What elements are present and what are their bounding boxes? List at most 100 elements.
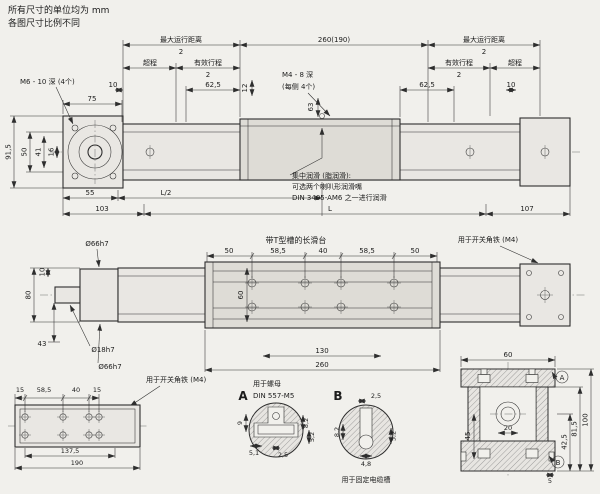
plan-view: 带T型槽的长滑台 用于开关角铁 (M4)	[25, 235, 585, 373]
end-flange-block	[62, 115, 124, 189]
dim-dia66-top: Ø66h7	[85, 240, 108, 248]
detail-a-dimensions: 9 5,1 2,5 8,2 5,2	[236, 413, 316, 459]
dim-dia66-bottom: Ø66h7	[98, 363, 121, 371]
dim-62-5-left: 62,5	[205, 81, 221, 89]
top-view: 最大运行距离 2 260(190) 最大运行距离 2 超程 有效行程 2 有效行…	[5, 35, 582, 217]
dim-100: 100	[582, 413, 590, 426]
detail-a: 用于螺母 A DIN 557-M5 9 5,1 2,5 8,2 5,2	[236, 379, 316, 459]
label-for-nut: 用于螺母	[253, 379, 281, 388]
dim-4-8: 4,8	[361, 460, 371, 468]
dim-81-5: 81,5	[571, 421, 579, 437]
detail-b-marker: B	[556, 459, 561, 467]
dim-overrun-left: 超程	[143, 58, 157, 67]
cross-section-view: 60 100 81,5 42,5 45 20 5 A B	[460, 351, 594, 485]
dim-43: 43	[38, 340, 47, 348]
dim-2-5-b: 2,5	[371, 392, 381, 400]
dim-max-travel-right: 最大运行距离	[463, 35, 505, 44]
dim-260-190: 260(190)	[318, 36, 350, 44]
dim-130: 130	[315, 347, 328, 355]
lube-note-line3: DIN 3405-AM6 之一进行润滑	[292, 193, 387, 202]
dim-50-right: 50	[411, 247, 420, 255]
detail-a-letter: A	[238, 389, 248, 403]
top-view-dimensions: 最大运行距离 2 260(190) 最大运行距离 2 超程 有效行程 2 有效行…	[5, 35, 571, 217]
dim-15-right: 15	[93, 386, 101, 394]
grease-nipple	[319, 113, 325, 119]
dim-40: 40	[319, 247, 328, 255]
t-nut	[257, 424, 295, 435]
dim-41: 41	[35, 148, 43, 157]
lube-note-line2: 可选两个喇叭形润滑嘴	[292, 182, 362, 191]
plan-view-title: 带T型槽的长滑台	[266, 235, 327, 245]
dim-60-plan: 60	[237, 291, 245, 300]
dim-5-section: 5	[548, 477, 552, 485]
dim-45: 45	[464, 432, 472, 441]
dim-50-left: 50	[225, 247, 234, 255]
base-plate	[14, 404, 141, 448]
slide-table-plan	[204, 261, 441, 329]
dim-8-2-a: 8,2	[302, 418, 310, 428]
dim-10-plan: 10	[39, 268, 47, 277]
section-dimensions: 60 100 81,5 42,5 45 20 5 A B	[460, 351, 594, 485]
dim-effective-stroke-left: 有效行程	[194, 58, 222, 67]
dim-max-travel-right-denominator: 2	[482, 48, 486, 56]
section-base	[460, 440, 556, 472]
dim-50: 50	[21, 148, 29, 157]
dim-42-5: 42,5	[561, 434, 569, 450]
dim-l-half: L/2	[161, 189, 172, 197]
dim-16: 16	[48, 147, 56, 156]
dim-9: 9	[236, 421, 244, 425]
dim-107: 107	[520, 205, 533, 213]
plate-dimensions: 15 58,5 40 15 137,5 190	[14, 386, 141, 471]
dim-63: 63	[307, 103, 315, 112]
dim-8-2-b: 8,2	[333, 427, 341, 437]
dim-75: 75	[88, 95, 97, 103]
t-slot-profile	[253, 406, 299, 438]
dim-58-5-plate: 58,5	[37, 386, 51, 394]
detail-b-letter: B	[333, 389, 342, 403]
slide-carriage	[239, 118, 401, 181]
section-wall-right	[535, 386, 549, 442]
dim-effective-stroke-right: 有效行程	[445, 58, 473, 67]
label-m4-thread-line1: M4 - 8 深	[282, 70, 313, 79]
dim-260: 260	[315, 361, 328, 369]
dim-5-1: 5,1	[249, 449, 259, 457]
dim-effective-stroke-left-denominator: 2	[206, 71, 210, 79]
dim-effective-stroke-right-denominator: 2	[457, 71, 461, 79]
flange-plan	[79, 268, 119, 322]
lube-note-line1: 集中润滑 (脂润滑):	[292, 171, 351, 180]
dim-l-total: L	[328, 205, 332, 213]
dim-40-plate: 40	[72, 386, 80, 394]
dim-58-5-right: 58,5	[359, 247, 375, 255]
label-cable-duct: 用于固定电缆槽	[342, 475, 391, 484]
detail-a-marker: A	[560, 374, 565, 382]
plan-view-geometry	[40, 261, 585, 329]
dim-2-5-a: 2,5	[278, 451, 288, 459]
section-slide-table	[460, 368, 556, 388]
dim-10-right: 10	[507, 81, 516, 89]
dim-103: 103	[95, 205, 108, 213]
dim-max-travel-left: 最大运行距离	[160, 35, 202, 44]
plate-view: 用于开关角铁 (M4) 15 58,5 40 15 137,5	[8, 375, 206, 471]
note-units: 所有尺寸的单位均为 mm	[8, 4, 109, 16]
dim-80: 80	[25, 291, 33, 300]
label-m6-thread: M6 - 10 深 (4个)	[20, 77, 75, 86]
dim-20: 20	[504, 424, 512, 432]
dim-max-travel-left-denominator: 2	[179, 48, 183, 56]
detail-b: B 2,5 8,2 5,2 4,8 用于固定电缆槽	[333, 389, 398, 484]
plate-holes	[19, 411, 105, 441]
notes: 所有尺寸的单位均为 mm 各图尺寸比例不同	[8, 4, 109, 29]
label-switch-bracket-plate: 用于开关角铁 (M4)	[146, 375, 206, 384]
dim-137-5: 137,5	[61, 447, 80, 455]
dim-91-5: 91,5	[5, 144, 13, 160]
plan-view-dimensions: 50 58,5 40 58,5 50 80 10 43 60 Ø66h7 Ø18…	[25, 240, 441, 373]
drive-shaft	[54, 286, 81, 304]
dim-10-left: 10	[109, 81, 118, 89]
dim-62-5-right: 62,5	[419, 81, 435, 89]
section-geometry	[460, 362, 556, 478]
dim-15-left: 15	[16, 386, 24, 394]
dim-5-2-b: 5,2	[390, 431, 398, 441]
dim-12: 12	[241, 84, 249, 93]
dim-190: 190	[71, 459, 83, 467]
dim-60-section: 60	[504, 351, 513, 359]
detail-b-dimensions: 2,5 8,2 5,2 4,8	[333, 392, 398, 468]
